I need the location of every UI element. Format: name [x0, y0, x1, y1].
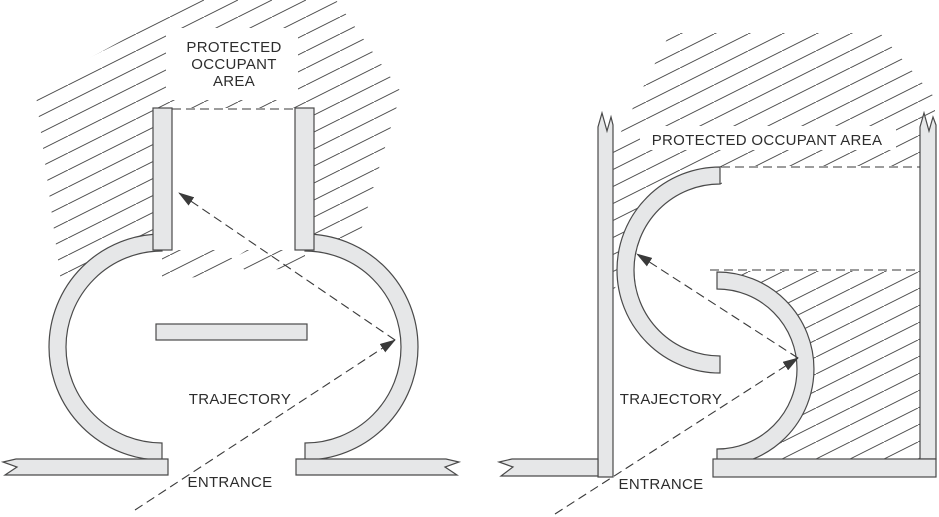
left-protected-area-label-line2: OCCUPANT — [191, 56, 276, 73]
left-corridor-wall-right — [294, 107, 315, 251]
right-entrance-label: ENTRANCE — [619, 476, 704, 493]
right-exterior-wall-bottom-right — [712, 458, 937, 478]
left-trajectory-label: TRAJECTORY — [189, 391, 291, 408]
right-label-gap — [640, 126, 896, 150]
left-figure: PROTECTED OCCUPANT AREA TRAJECTORY ENTRA… — [0, 0, 462, 511]
right-figure: PROTECTED OCCUPANT AREA TRAJECTORY ENTRA… — [496, 33, 937, 515]
right-trajectory-ricochet-line — [636, 253, 799, 359]
left-protected-area-label-line1: PROTECTED — [186, 39, 281, 56]
right-trajectory-entry-line — [554, 357, 799, 515]
left-label-gap — [166, 28, 298, 100]
right-protected-area-label: PROTECTED OCCUPANT AREA — [652, 132, 883, 149]
left-entrance-label: ENTRANCE — [188, 474, 273, 491]
left-exterior-wall-right — [295, 458, 462, 476]
left-drum-interior — [49, 234, 418, 460]
left-baffle-wall — [155, 323, 308, 341]
left-exterior-wall-left — [0, 458, 169, 476]
left-corridor-interior — [172, 108, 296, 250]
left-trajectory-ricochet-line — [178, 192, 396, 341]
left-corridor-wall-left — [152, 107, 173, 251]
left-protected-area-label-line3: AREA — [213, 73, 255, 90]
right-exterior-wall-left — [496, 458, 599, 477]
right-protected-area-hatch-upper — [613, 33, 935, 300]
right-left-wall — [597, 110, 614, 478]
right-upper-curved-wall — [616, 166, 721, 374]
right-right-wall — [919, 110, 937, 460]
left-trajectory-entry-line — [134, 339, 396, 511]
right-trajectory-label: TRAJECTORY — [620, 391, 722, 408]
